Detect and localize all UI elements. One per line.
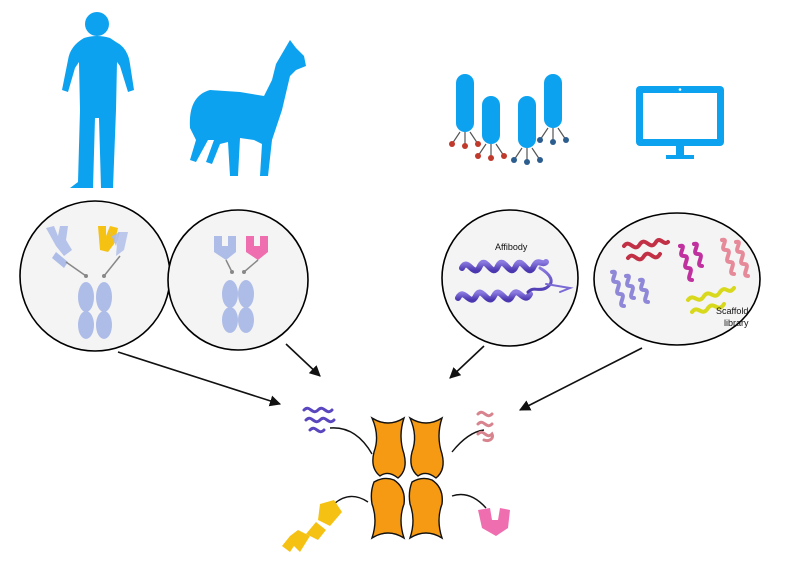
heavy-chain-antibody-graphic	[214, 236, 268, 333]
linkers	[329, 427, 487, 509]
igg-antibody-graphic	[46, 226, 128, 339]
arrow-nanobody	[285, 343, 321, 377]
arrow-affibody	[449, 345, 485, 379]
scaffold-library-label-line2: library	[724, 318, 749, 328]
affibody-helix-graphic	[455, 259, 574, 303]
orange-core	[370, 416, 444, 540]
scaffold-binder	[476, 410, 494, 442]
affibody-binder	[302, 406, 336, 434]
affibody-circle	[441, 209, 579, 347]
scaffold-library-label-line1: Scaffold	[716, 306, 749, 316]
affibody-label: Affibody	[495, 242, 528, 252]
bacteria-display-icon	[449, 74, 569, 165]
scaffold-protein-magenta	[678, 241, 704, 282]
arrows	[117, 343, 643, 411]
scaffold-protein-yellow	[686, 286, 736, 314]
yellow-domain	[282, 500, 342, 552]
antibody-circle	[19, 200, 171, 352]
person-icon	[62, 12, 134, 188]
scaffold-protein-red	[622, 238, 670, 262]
pink-domain	[478, 508, 510, 536]
arrow-scaffold	[519, 347, 643, 411]
computer-monitor-icon	[636, 86, 724, 159]
scaffold-library-circle	[593, 212, 761, 346]
multispecific-construct	[282, 406, 510, 552]
scaffold-protein-pink	[720, 237, 750, 278]
arrow-antibody	[117, 351, 282, 407]
alpaca-icon	[189, 40, 306, 176]
nanobody-circle	[167, 209, 309, 351]
scaffold-protein-lilac	[610, 269, 650, 308]
